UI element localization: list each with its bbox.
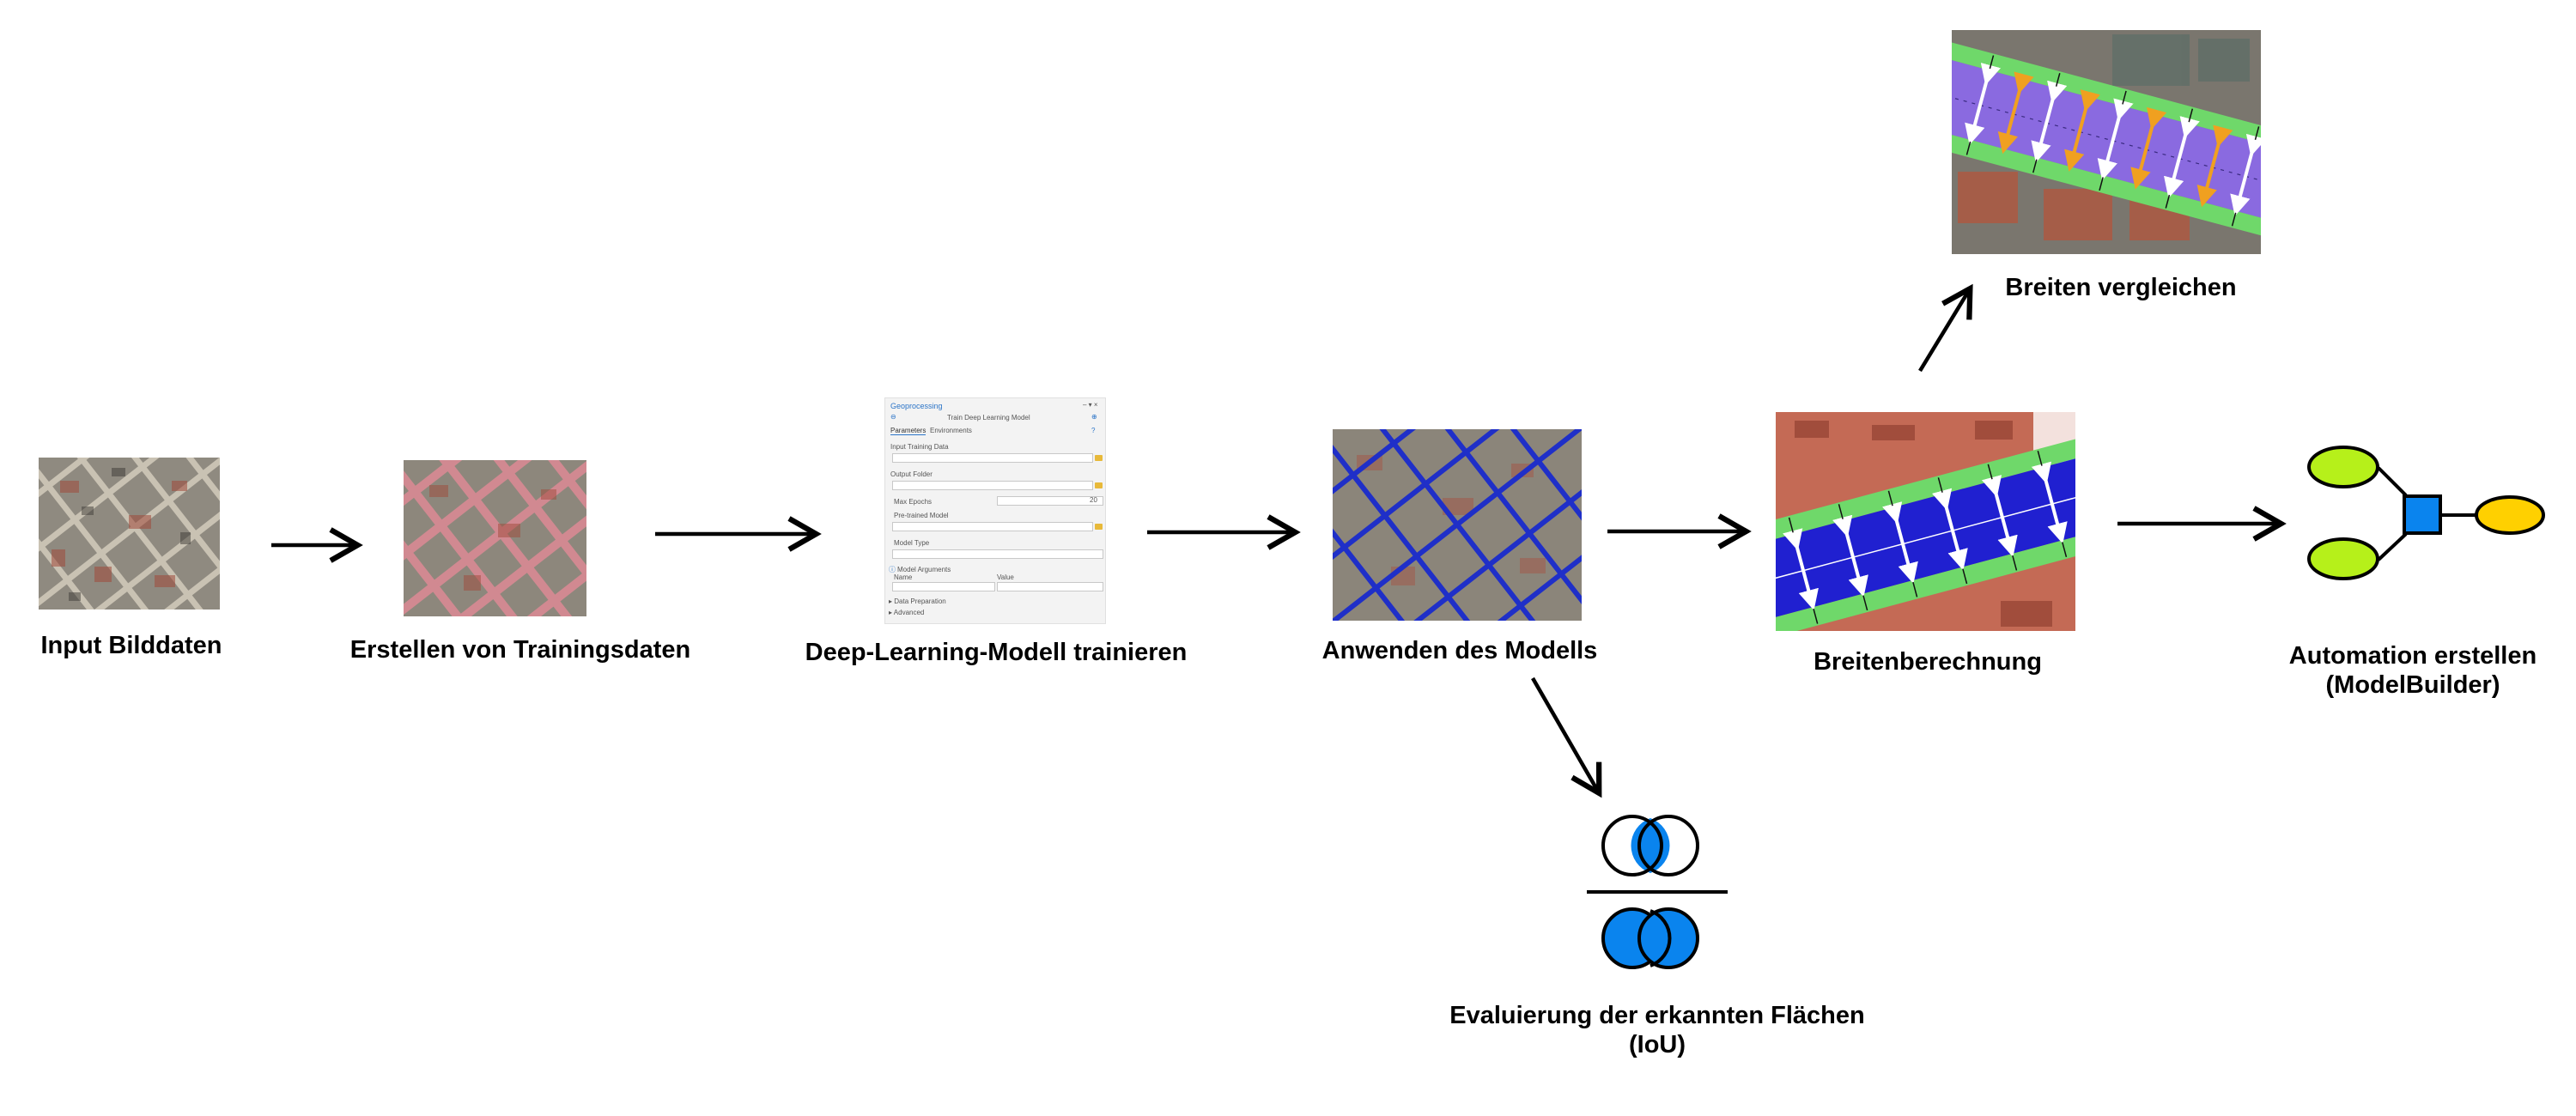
model-arguments-label: Model Arguments <box>897 566 951 573</box>
step-label-evaluation: Evaluierung der erkannten Flächen (IoU) <box>1408 1001 1906 1059</box>
col-value: Value <box>997 573 1014 581</box>
panel-title: Geoprocessing <box>890 402 943 410</box>
folder-icon[interactable] <box>1095 455 1103 461</box>
advanced-label: Advanced <box>893 609 925 616</box>
argument-value-field[interactable] <box>997 582 1103 591</box>
data-preparation-label: Data Preparation <box>894 597 946 605</box>
input-aerial-image <box>39 458 220 610</box>
tool-name: Train Deep Learning Model <box>947 414 1030 422</box>
evaluation-line-2: (IoU) <box>1628 1031 1686 1058</box>
width-calculation-image <box>1776 412 2075 631</box>
input-training-data-label: Input Training Data <box>890 443 949 451</box>
col-name: Name <box>894 573 913 581</box>
flow-arrows <box>271 283 2287 798</box>
step-label-training-data: Erstellen von Trainingsdaten <box>349 636 691 664</box>
training-data-image <box>404 460 586 616</box>
output-folder-label: Output Folder <box>890 470 933 478</box>
max-epochs-value: 20 <box>1090 496 1097 504</box>
automation-line-1: Automation erstellen <box>2288 642 2537 670</box>
input-training-data-field[interactable] <box>892 453 1093 463</box>
panel-window-controls[interactable]: – ▾ × <box>1083 401 1098 409</box>
output-folder-field[interactable] <box>892 481 1093 490</box>
model-type-select[interactable] <box>892 549 1103 559</box>
max-epochs-label: Max Epochs <box>894 498 933 506</box>
iou-icon <box>1587 815 1728 969</box>
help-icon[interactable]: ? <box>1091 427 1096 434</box>
max-epochs-field[interactable] <box>997 496 1103 506</box>
model-output-image <box>1333 429 1582 621</box>
info-icon: ⓘ <box>889 566 896 573</box>
folder-icon[interactable] <box>1095 482 1103 488</box>
width-comparison-image <box>1952 30 2261 254</box>
pretrained-model-field[interactable] <box>892 522 1093 531</box>
step-label-apply-model: Anwenden des Modells <box>1321 637 1598 664</box>
step-label-width-calculation: Breitenberechnung <box>1814 648 2042 676</box>
back-icon[interactable]: ⊖ <box>890 413 896 421</box>
step-label-automation: Automation erstellen (ModelBuilder) <box>2267 641 2559 700</box>
folder-icon[interactable] <box>1095 524 1103 530</box>
modelbuilder-icon <box>2307 446 2545 580</box>
step-label-train-model: Deep-Learning-Modell trainieren <box>805 639 1188 666</box>
data-preparation-section[interactable]: ▸ Data Preparation <box>889 597 946 605</box>
step-label-input: Input Bilddaten <box>40 632 222 659</box>
step-label-compare-widths: Breiten vergleichen <box>2005 274 2237 301</box>
advanced-section[interactable]: ▸ Advanced <box>889 609 925 616</box>
tab-environments[interactable]: Environments <box>930 427 972 434</box>
geoprocessing-panel: Geoprocessing – ▾ × ⊖ Train Deep Learnin… <box>884 397 1106 624</box>
forward-icon[interactable]: ⊕ <box>1091 413 1097 421</box>
automation-line-2: (ModelBuilder) <box>2325 671 2500 699</box>
pretrained-model-label: Pre-trained Model <box>894 512 949 519</box>
arrow-apply-to-evaluation <box>1531 676 1602 798</box>
model-type-label: Model Type <box>894 539 930 547</box>
evaluation-line-1: Evaluierung der erkannten Flächen <box>1449 1002 1865 1029</box>
tab-parameters[interactable]: Parameters <box>890 427 927 435</box>
arrow-width-to-compare <box>1918 283 1973 373</box>
argument-name-field[interactable] <box>892 582 995 591</box>
